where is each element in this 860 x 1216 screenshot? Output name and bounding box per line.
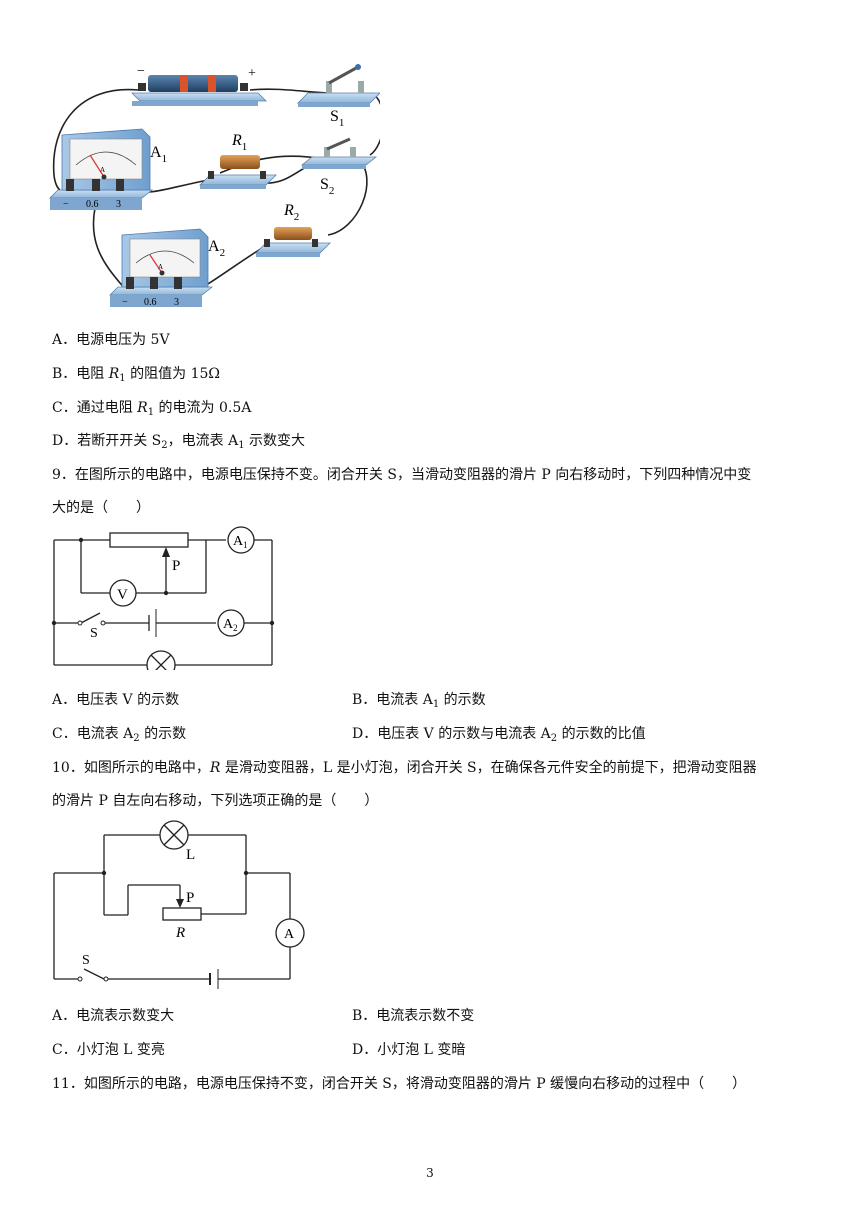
q9-option-c: C．电流表 A2 的示数 — [52, 726, 187, 744]
svg-text:A: A — [100, 166, 105, 174]
ammeter-a1: A − 0.6 3 A1 — [49, 128, 167, 210]
ammeter-a2: A − 0.6 3 A2 — [109, 228, 225, 308]
battery: − + — [131, 64, 267, 106]
svg-text:3: 3 — [174, 297, 179, 308]
q8-option-a: A．电源电压为 5V — [52, 332, 170, 348]
q10-stem-line1: 10．如图所示的电路中，R 是滑动变阻器，L 是小灯泡，闭合开关 S，在确保各元… — [52, 760, 757, 776]
q9-voltmeter-label: V — [117, 587, 128, 603]
q11-stem: 11．如图所示的电路，电源电压保持不变，闭合开关 S，将滑动变阻器的滑片 P 缓… — [52, 1076, 747, 1092]
q10-option-b: B．电流表示数不变 — [352, 1008, 475, 1024]
svg-text:0.6: 0.6 — [86, 199, 99, 210]
svg-text:A: A — [158, 263, 163, 271]
a2-label: A2 — [208, 238, 225, 259]
switch-s1: S1 — [297, 64, 380, 129]
resistor-r1: R1 — [199, 132, 277, 189]
svg-text:0.6: 0.6 — [144, 297, 157, 308]
q10-rheostat-label: R — [175, 925, 185, 941]
s1-label: S1 — [330, 108, 344, 129]
q9-a2-label: A2 — [223, 617, 238, 633]
battery-plus-label: + — [248, 66, 256, 81]
r2-label: R2 — [283, 202, 299, 223]
q9-slider-p-label: P — [172, 558, 180, 574]
svg-text:3: 3 — [116, 199, 121, 210]
q10-option-a: A．电流表示数变大 — [52, 1008, 175, 1024]
q9-switch-label: S — [90, 626, 98, 641]
q9-option-d: D．电压表 V 的示数与电流表 A2 的示数的比值 — [352, 726, 646, 744]
q8-option-c: C．通过电阻 R1 的电流为 0.5A — [52, 400, 252, 418]
battery-minus-label: − — [137, 64, 145, 79]
s2-label: S2 — [320, 176, 334, 197]
q10-option-d: D．小灯泡 L 变暗 — [352, 1042, 466, 1058]
q9-option-a: A．电压表 V 的示数 — [52, 692, 180, 708]
q8-option-d: D．若断开开关 S2，电流表 A1 示数变大 — [52, 433, 306, 451]
q10-slider-p-label: P — [186, 890, 194, 906]
q9-option-b: B．电流表 A1 的示数 — [352, 692, 486, 710]
q10-circuit-diagram: L P R A S — [53, 820, 305, 989]
resistor-r2: R2 — [255, 202, 331, 257]
q10-lamp-label: L — [186, 847, 195, 863]
svg-text:−: − — [122, 297, 128, 308]
q8-circuit-figure: − + S1 A − 0.6 3 A1 R1 — [49, 64, 380, 308]
a1-label: A1 — [150, 144, 167, 165]
q9-circuit-diagram: P V A1 A2 S — [51, 526, 275, 670]
r1-label: R1 — [231, 132, 247, 153]
q8-option-b: B．电阻 R1 的阻值为 15Ω — [52, 366, 220, 384]
q9-stem-line1: 9．在图所示的电路中，电源电压保持不变。闭合开关 S，当滑动变阻器的滑片 P 向… — [52, 467, 752, 483]
svg-text:−: − — [63, 199, 69, 210]
q10-ammeter-label: A — [284, 927, 295, 942]
q10-stem-line2: 的滑片 P 自左向右移动，下列选项正确的是（ ） — [52, 793, 379, 809]
q9-stem-line2: 大的是（ ） — [52, 500, 150, 516]
switch-s2: S2 — [300, 137, 378, 197]
q10-option-c: C．小灯泡 L 变亮 — [52, 1042, 165, 1058]
q10-switch-label: S — [82, 953, 90, 968]
q9-a1-label: A1 — [233, 534, 248, 550]
page-number: 3 — [426, 1166, 434, 1180]
